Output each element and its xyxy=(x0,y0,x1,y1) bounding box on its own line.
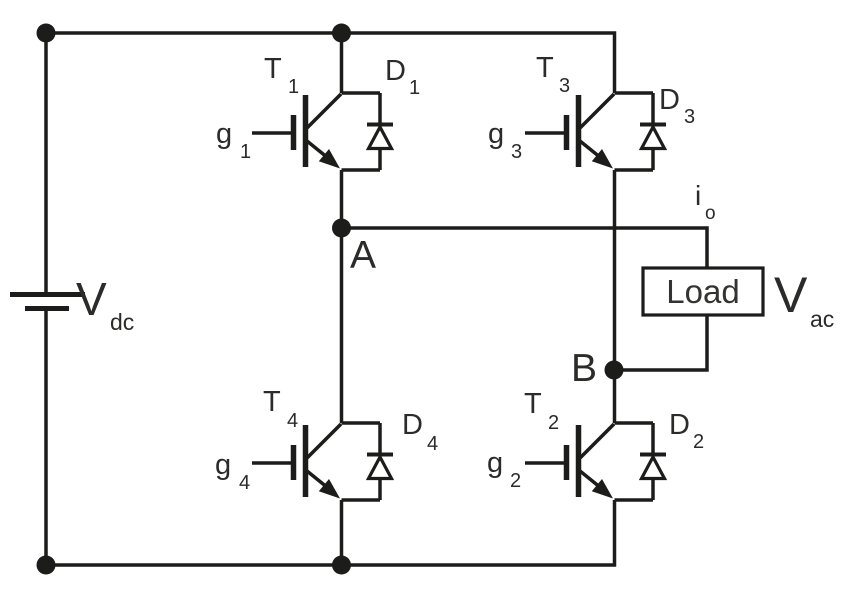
diode4-subscript: 4 xyxy=(427,433,438,455)
wire-top-rail xyxy=(44,31,617,292)
t3-subscript: 3 xyxy=(559,75,570,97)
node-b-label: B xyxy=(571,347,597,390)
gate4-label: g xyxy=(215,449,231,481)
junction-dot-bottom-mid xyxy=(332,555,351,575)
diode1-subscript: 1 xyxy=(409,77,420,99)
diode4-label: D xyxy=(402,409,423,441)
diode3-label: D xyxy=(659,84,680,116)
junction-dot-node-a xyxy=(332,218,351,238)
diode1-label: D xyxy=(385,55,406,87)
wiring xyxy=(44,31,709,567)
labels: T 1 g 1 D 1 T 3 g 3 D 3 T 4 g 4 D 4 T 2 … xyxy=(76,52,834,494)
vdc-subscript: dc xyxy=(110,309,134,335)
diode3-subscript: 3 xyxy=(684,106,695,128)
gate1-label: g xyxy=(216,118,232,150)
gate2-subscript: 2 xyxy=(510,470,521,492)
gate1-subscript: 1 xyxy=(240,141,251,163)
gate3-subscript: 3 xyxy=(511,141,522,163)
junction-dot-top-mid xyxy=(332,23,351,43)
wire-bottom-rail xyxy=(44,311,617,567)
junction-dot-top-left xyxy=(36,23,56,43)
igbt-t2 xyxy=(525,423,666,500)
igbt-t4 xyxy=(252,423,393,500)
junction-dot-bottom-left xyxy=(36,555,56,575)
diode2-label: D xyxy=(669,409,690,441)
junction-dots xyxy=(36,23,624,575)
wire-node-a-to-load xyxy=(341,226,709,268)
gate3-label: g xyxy=(488,118,504,150)
vdc-label: V xyxy=(76,273,107,325)
gate4-subscript: 4 xyxy=(239,472,250,494)
diode2-subscript: 2 xyxy=(693,431,704,453)
dc-source-battery-icon xyxy=(10,292,85,311)
t2-label: T xyxy=(524,388,542,420)
igbt-t3 xyxy=(525,93,666,170)
vac-label: V xyxy=(774,267,808,323)
t3-label: T xyxy=(536,52,554,84)
load-box xyxy=(641,266,765,317)
t1-subscript: 1 xyxy=(288,76,299,98)
wire-load-to-node-b xyxy=(614,315,709,372)
junction-dot-node-b xyxy=(604,360,624,380)
t2-subscript: 2 xyxy=(548,412,559,434)
vac-subscript: ac xyxy=(810,306,834,332)
node-a-label: A xyxy=(350,234,376,277)
load-label: Load xyxy=(666,273,739,310)
output-current-subscript: o xyxy=(705,203,716,224)
t4-subscript: 4 xyxy=(287,410,298,432)
gate2-label: g xyxy=(487,447,503,479)
t1-label: T xyxy=(264,53,282,85)
t4-label: T xyxy=(263,386,281,418)
igbt-t1 xyxy=(252,93,393,170)
output-current-label: i xyxy=(695,180,701,211)
